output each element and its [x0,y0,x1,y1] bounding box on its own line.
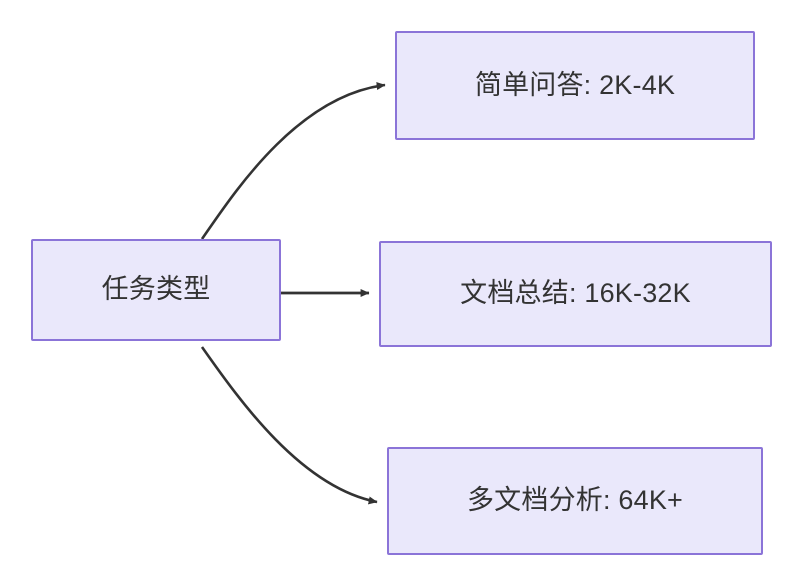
node-task-type[interactable]: 任务类型 [31,239,281,341]
edge-root-to-multi-doc [200,346,378,505]
node-label: 任务类型 [101,274,211,305]
node-multi-doc[interactable]: 多文档分析: 64K+ [387,447,763,555]
edge-root-to-simple-qa [200,82,386,240]
node-simple-qa[interactable]: 简单问答: 2K-4K [395,31,755,140]
node-label: 简单问答: 2K-4K [474,69,676,100]
node-label: 文档总结: 16K-32K [460,278,691,309]
node-doc-summary[interactable]: 文档总结: 16K-32K [379,241,772,347]
node-label: 多文档分析: 64K+ [466,485,683,516]
